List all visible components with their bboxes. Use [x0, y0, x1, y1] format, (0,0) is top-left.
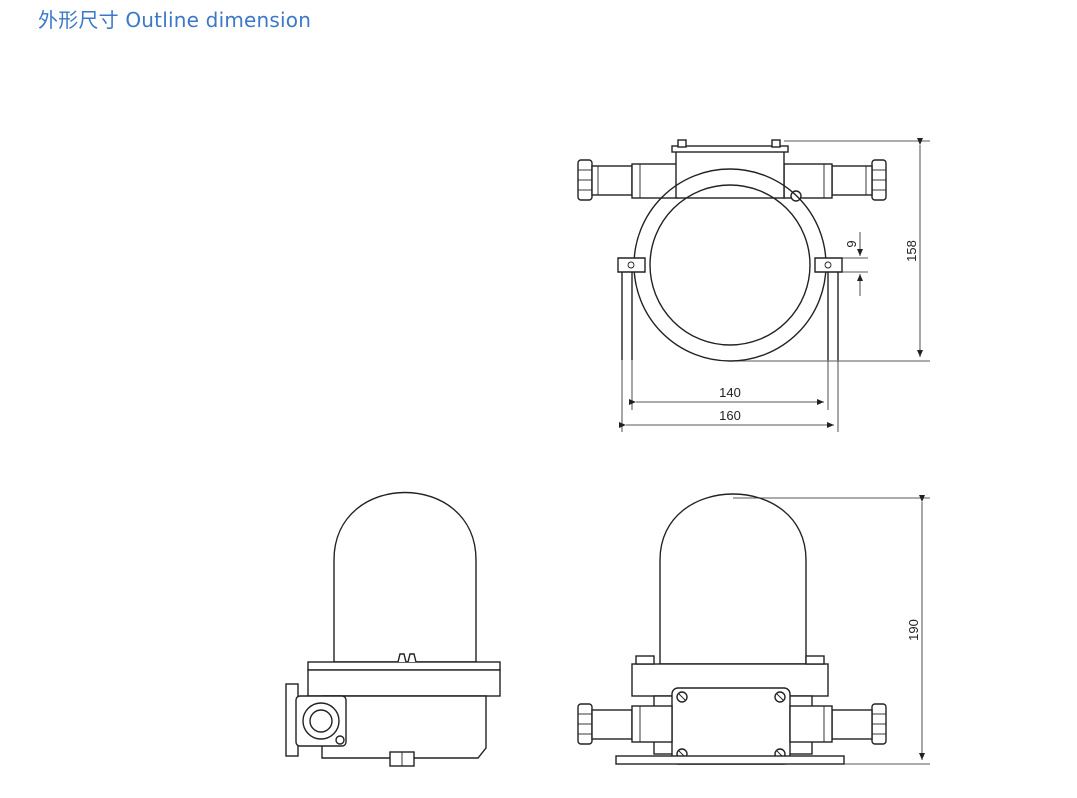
dim-158-label: 158: [904, 240, 919, 262]
top-view: 158 9 140 160: [577, 138, 930, 432]
dim-158: 158: [730, 138, 930, 362]
page-title: 外形尺寸 Outline dimension: [38, 8, 312, 32]
front-globe: [659, 493, 807, 665]
top-junction-box: [675, 149, 785, 199]
dim-160-label: 160: [719, 408, 741, 423]
dim-140: 140: [629, 360, 829, 410]
side-view: [285, 491, 501, 767]
side-gland-ring: [302, 702, 340, 740]
dim-9-label: 9: [844, 240, 859, 247]
dim-9: 9: [842, 232, 868, 296]
clamp-ring: [617, 168, 843, 362]
side-housing: [321, 695, 487, 759]
side-globe: [333, 491, 477, 663]
top-right-gland: [783, 159, 887, 201]
dim-190-label: 190: [906, 619, 921, 641]
dim-190: 190: [733, 495, 930, 765]
top-left-gland: [577, 159, 679, 201]
front-cover-plate: [671, 687, 791, 765]
dim-140-label: 140: [719, 385, 741, 400]
dim-160: 160: [619, 360, 839, 432]
front-view: 190: [577, 493, 930, 765]
